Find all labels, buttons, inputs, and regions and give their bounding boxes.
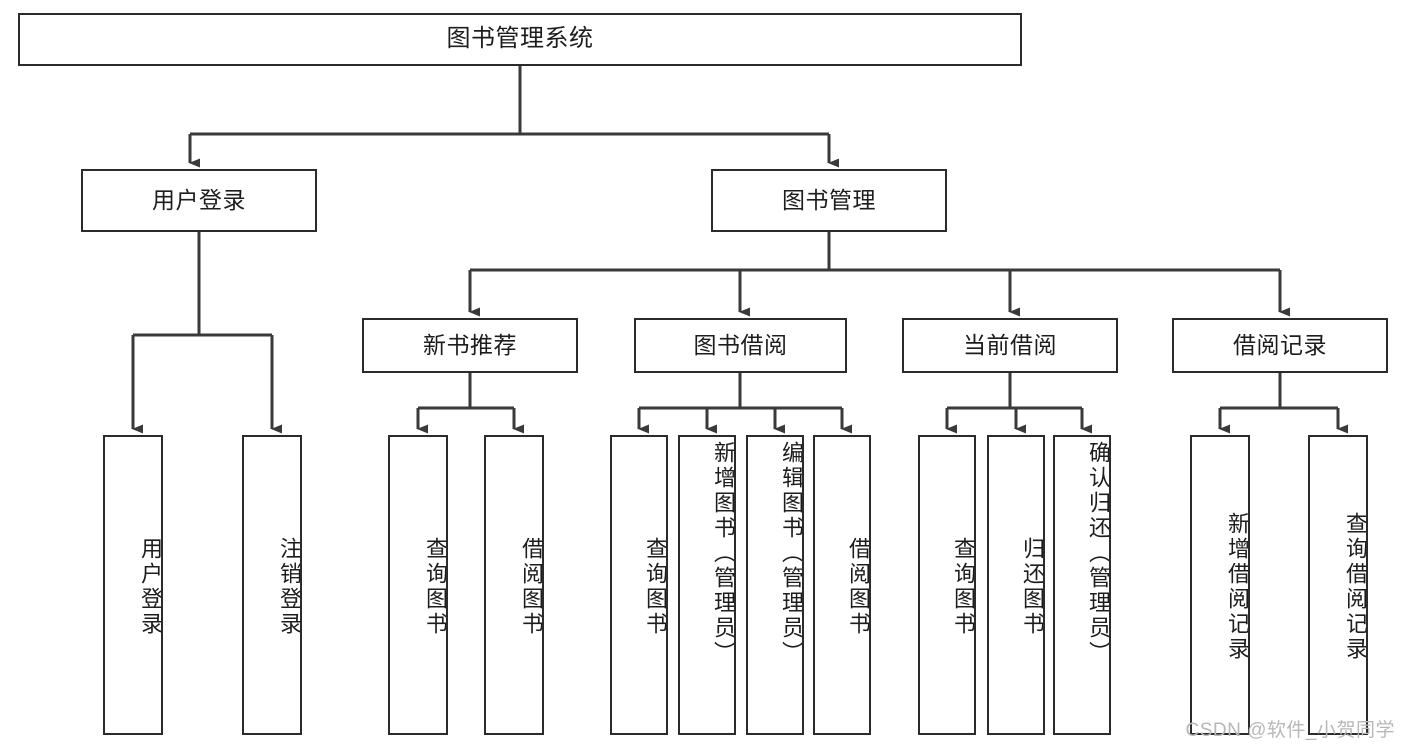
node-label: 当前借阅 xyxy=(963,331,1057,358)
node-label: 借阅图书 xyxy=(846,537,871,637)
node-root-system[interactable]: 图书管理系统 xyxy=(18,13,1022,66)
node-label: 借阅图书 xyxy=(519,537,544,637)
node-label: 查询图书 xyxy=(951,537,976,637)
node-label: 新增借阅记录 xyxy=(1225,512,1250,662)
node-label: 归还图书 xyxy=(1020,537,1045,637)
leaf-query-book-borrow[interactable]: 查询图书 xyxy=(610,435,668,735)
node-book-management[interactable]: 图书管理 xyxy=(711,169,947,232)
leaf-user-login[interactable]: 用户登录 xyxy=(103,435,163,735)
node-book-borrow[interactable]: 图书借阅 xyxy=(634,318,847,373)
node-label: 图书管理 xyxy=(782,186,876,213)
node-label: 注销登录 xyxy=(277,537,302,637)
node-label: 图书借阅 xyxy=(693,331,788,358)
leaf-borrow-book-borrow[interactable]: 借阅图书 xyxy=(813,435,871,735)
leaf-edit-book-admin[interactable]: 编辑图书（管理员） xyxy=(746,435,804,735)
node-label: 用户登录 xyxy=(152,186,246,213)
leaf-return-book[interactable]: 归还图书 xyxy=(987,435,1045,735)
node-label: 新增图书（管理员） xyxy=(711,441,736,666)
leaf-query-book-current[interactable]: 查询图书 xyxy=(918,435,976,735)
leaf-add-book-admin[interactable]: 新增图书（管理员） xyxy=(678,435,736,735)
leaf-query-borrow-record[interactable]: 查询借阅记录 xyxy=(1308,435,1368,735)
node-current-borrow[interactable]: 当前借阅 xyxy=(902,318,1118,373)
leaf-query-book-recommend[interactable]: 查询图书 xyxy=(388,435,448,735)
node-label: 查询借阅记录 xyxy=(1343,512,1368,662)
leaf-borrow-book-recommend[interactable]: 借阅图书 xyxy=(484,435,544,735)
node-new-book-recommend[interactable]: 新书推荐 xyxy=(362,318,578,373)
leaf-logout-login[interactable]: 注销登录 xyxy=(242,435,302,735)
node-label: 新书推荐 xyxy=(423,331,517,358)
node-label: 借阅记录 xyxy=(1233,331,1327,358)
csdn-watermark: CSDN @软件_小贺同学 xyxy=(1185,720,1395,741)
node-label: 确认归还（管理员） xyxy=(1086,441,1111,666)
leaf-confirm-return-admin[interactable]: 确认归还（管理员） xyxy=(1053,435,1111,735)
node-label: 图书管理系统 xyxy=(446,25,594,53)
leaf-add-borrow-record[interactable]: 新增借阅记录 xyxy=(1190,435,1250,735)
node-label: 编辑图书（管理员） xyxy=(779,441,804,666)
node-label: 查询图书 xyxy=(423,537,448,637)
node-borrow-record[interactable]: 借阅记录 xyxy=(1172,318,1388,373)
node-user-login[interactable]: 用户登录 xyxy=(81,169,317,232)
node-label: 查询图书 xyxy=(643,537,668,637)
node-label: 用户登录 xyxy=(138,537,163,637)
